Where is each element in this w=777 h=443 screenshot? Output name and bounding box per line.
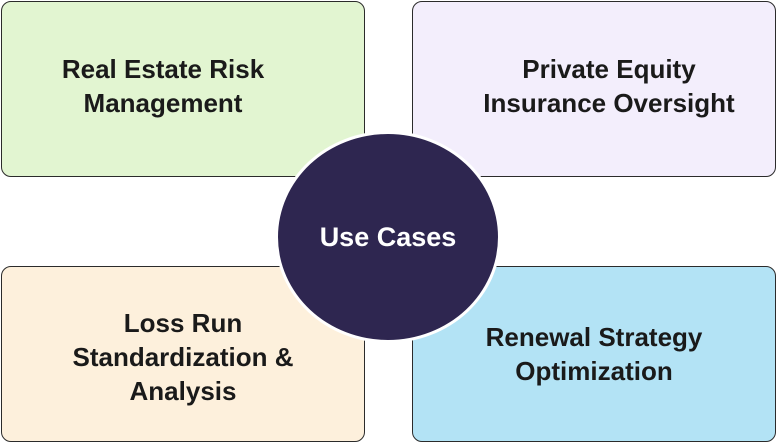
use-case-label: Loss Run Standardization & Analysis <box>72 308 294 406</box>
use-case-label: Private Equity Insurance Oversight <box>483 54 735 118</box>
use-case-card-real-estate: Real Estate Risk Management <box>1 1 365 177</box>
use-case-label: Real Estate Risk Management <box>61 54 265 118</box>
use-case-card-private-equity: Private Equity Insurance Oversight <box>412 1 776 177</box>
center-hub-circle: Use Cases <box>275 131 501 343</box>
use-case-label: Renewal Strategy Optimization <box>485 322 703 386</box>
center-hub-label: Use Cases <box>319 221 457 252</box>
